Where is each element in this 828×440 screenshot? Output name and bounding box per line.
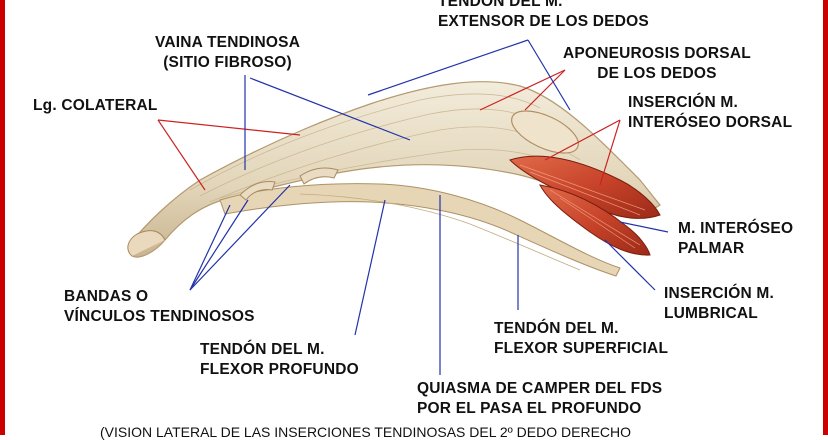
- interosseous-muscles: [509, 155, 661, 256]
- label-palmar-io-line2: PALMAR: [678, 240, 745, 257]
- label-dorsal-io-line1: INSERCIÓN M.: [628, 94, 739, 111]
- label-extensor-line1: TENDÓN DEL M.: [438, 0, 563, 10]
- dorsal-hood: [511, 110, 579, 154]
- label-extensor-line2: EXTENSOR DE LOS DEDOS: [438, 13, 649, 30]
- label-fdp-line2: FLEXOR PROFUNDO: [200, 361, 359, 378]
- label-lumbrical-insertion: INSERCIÓN M. LUMBRICAL: [664, 284, 774, 324]
- leader-lines-red: [157, 69, 621, 191]
- label-fds-line2: FLEXOR SUPERFICIAL: [494, 340, 669, 357]
- label-aponeurosis-line1: APONEUROSIS DORSAL: [563, 45, 751, 62]
- leader-lines-blue: [189, 39, 669, 375]
- label-lumbrical-line2: LUMBRICAL: [664, 305, 758, 322]
- label-aponeurosis-line2: DE LOS DEDOS: [597, 65, 717, 82]
- finger-tip: [127, 230, 166, 257]
- label-flexor-profundus: TENDÓN DEL M. FLEXOR PROFUNDO: [200, 340, 359, 380]
- label-palmar-interosseous: M. INTERÓSEO PALMAR: [678, 219, 793, 259]
- label-collateral-ligament: Lg. COLATERAL: [33, 96, 158, 116]
- vincula: [239, 167, 339, 201]
- label-tendon-sheath: VAINA TENDINOSA (SITIO FIBROSO): [155, 33, 300, 73]
- label-camper-chiasm: QUIASMA DE CAMPER DEL FDS POR EL PASA EL…: [417, 379, 662, 419]
- label-lumbrical-line1: INSERCIÓN M.: [664, 285, 775, 302]
- label-flexor-superficialis: TENDÓN DEL M. FLEXOR SUPERFICIAL: [494, 319, 668, 359]
- label-vaina-line2: (SITIO FIBROSO): [163, 54, 292, 71]
- label-extensor-tendon: TENDÓN DEL M. EXTENSOR DE LOS DEDOS: [438, 0, 649, 32]
- label-dorsal-io-line2: INTERÓSEO DORSAL: [628, 114, 793, 131]
- label-vincula: BANDAS O VÍNCULOS TENDINOSOS: [64, 287, 255, 327]
- flexor-tendons: [219, 183, 621, 277]
- label-dorsal-aponeurosis: APONEUROSIS DORSAL DE LOS DEDOS: [563, 44, 751, 84]
- label-palmar-io-line1: M. INTERÓSEO: [678, 220, 794, 237]
- label-fds-line1: TENDÓN DEL M.: [494, 320, 619, 337]
- label-colateral-line1: Lg. COLATERAL: [33, 97, 158, 114]
- label-bandas-line1: BANDAS O: [64, 288, 149, 305]
- label-bandas-line2: VÍNCULOS TENDINOSOS: [64, 308, 255, 325]
- label-quiasma-line2: POR EL PASA EL PROFUNDO: [417, 400, 642, 417]
- label-dorsal-interosseous-insertion: INSERCIÓN M. INTERÓSEO DORSAL: [628, 93, 792, 133]
- label-vaina-line1: VAINA TENDINOSA: [155, 34, 301, 51]
- label-fdp-line1: TENDÓN DEL M.: [200, 341, 325, 358]
- label-quiasma-line1: QUIASMA DE CAMPER DEL FDS: [417, 380, 663, 397]
- figure-caption: (VISION LATERAL DE LAS INSERCIONES TENDI…: [100, 424, 632, 440]
